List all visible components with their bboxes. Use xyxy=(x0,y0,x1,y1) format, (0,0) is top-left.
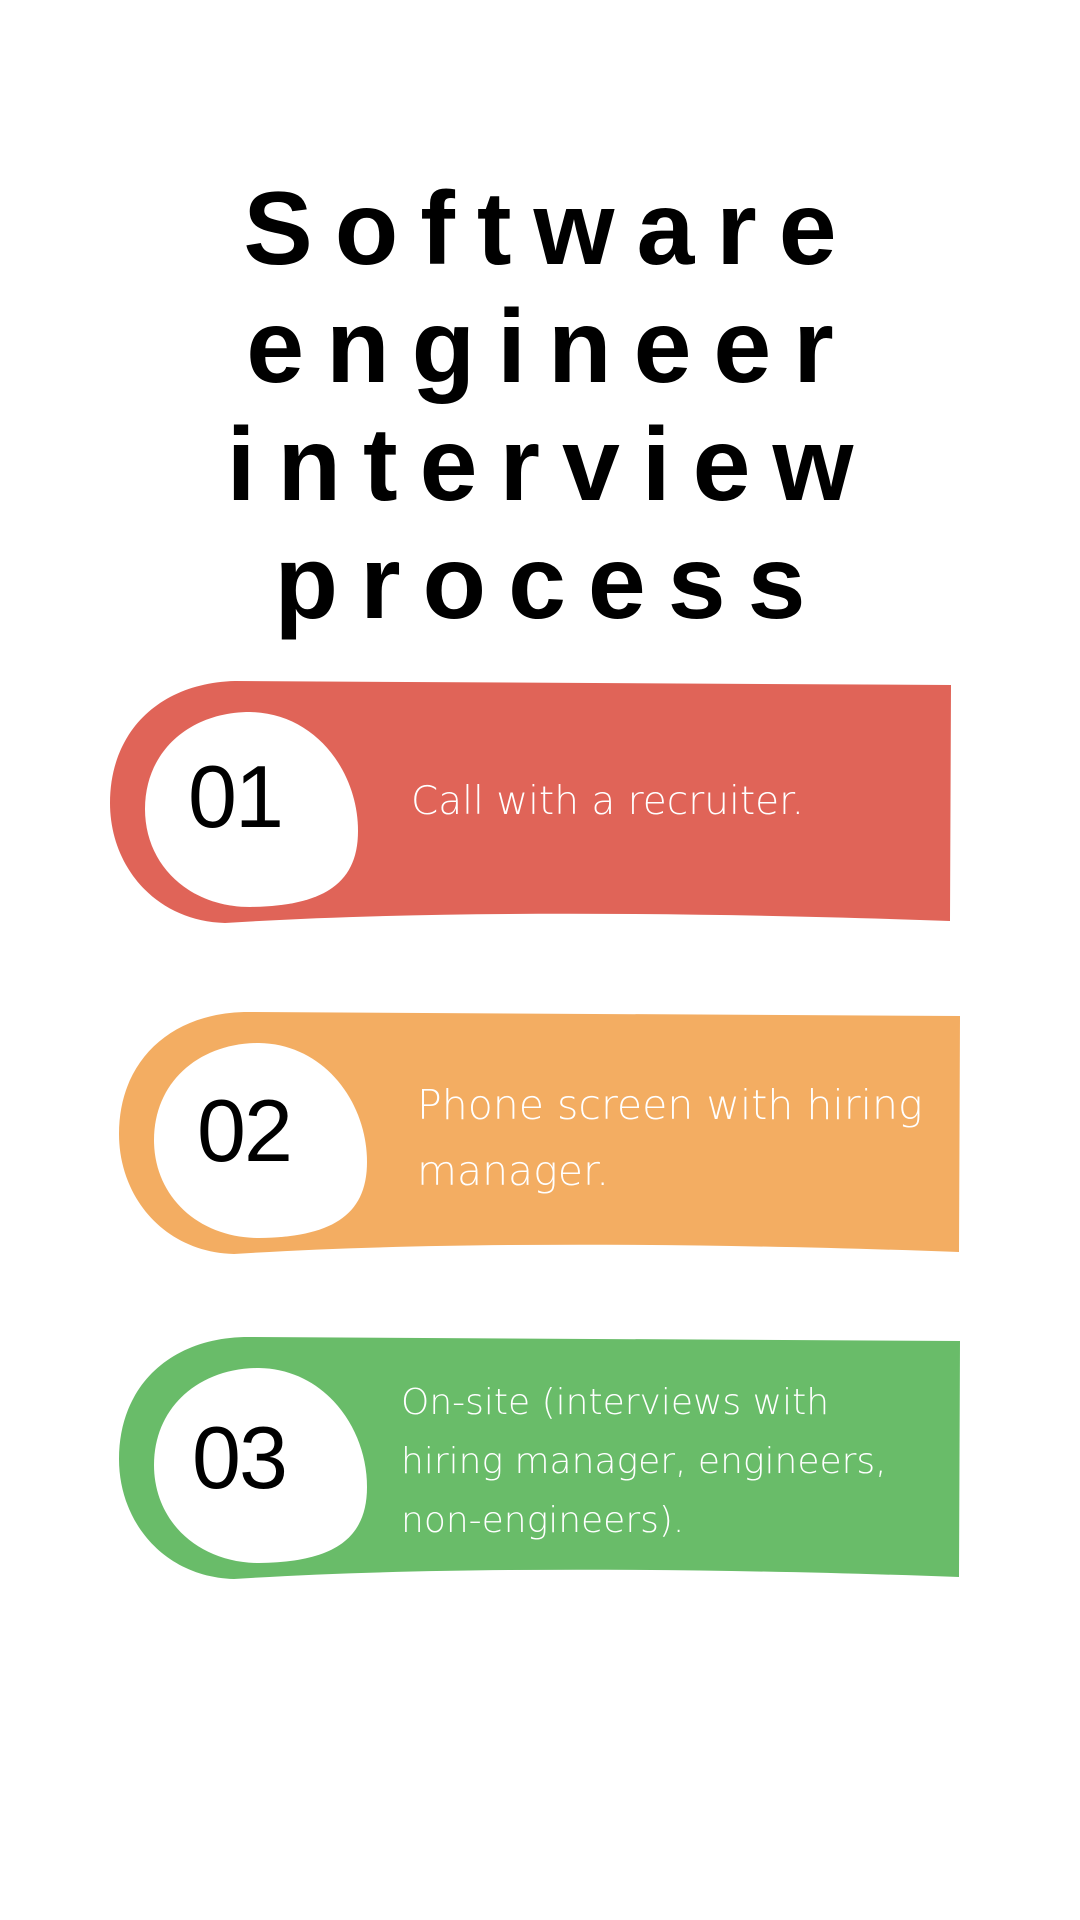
title-line: process xyxy=(274,524,828,641)
step-number: 03 xyxy=(192,1408,288,1507)
step-text: Call with a recruiter. xyxy=(411,779,804,824)
step-number: 02 xyxy=(197,1081,293,1180)
title-line: Software xyxy=(243,170,859,287)
banner-shape xyxy=(119,1012,960,1254)
step-banner-2: 02 Phone screen with hiring manager. xyxy=(119,1012,961,1255)
step-number: 01 xyxy=(188,747,284,846)
title-line: engineer xyxy=(246,288,856,405)
banner-shape xyxy=(119,1337,960,1579)
step-text: Phone screen with hiring manager. xyxy=(417,1081,923,1195)
step-banner-3: 03 On-site (interviews with hiring manag… xyxy=(119,1337,961,1580)
banner-shape xyxy=(110,681,951,923)
step-banner-1: 01 Call with a recruiter. xyxy=(110,681,952,924)
step-text: On-site (interviews with hiring manager,… xyxy=(401,1382,887,1541)
title-line: interview xyxy=(226,406,876,523)
page-title: Software engineer interview process xyxy=(0,170,1080,642)
